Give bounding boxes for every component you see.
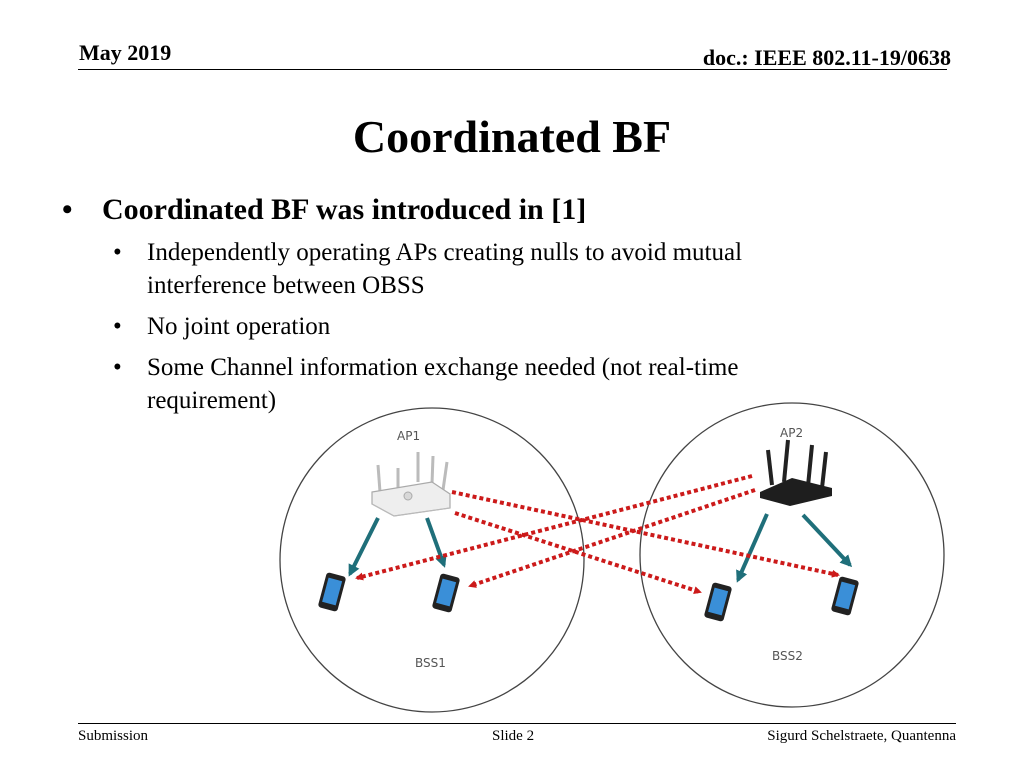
- ap1-label: AP1: [397, 429, 420, 443]
- footer-author: Sigurd Schelstraete, Quantenna: [767, 728, 956, 744]
- bullet-level2: • Independently operating APs creating n…: [62, 236, 862, 302]
- beam-arrow: [348, 517, 380, 577]
- slide-title: Coordinated BF: [352, 111, 672, 162]
- bullet-dot-icon: •: [62, 193, 73, 226]
- bss1-label: BSS1: [415, 656, 446, 670]
- beam-arrow: [425, 517, 447, 568]
- bullet-text: No joint operation: [147, 313, 331, 340]
- interference-arrow: [355, 474, 753, 581]
- beam-arrow: [801, 513, 853, 568]
- phone-icon: [432, 573, 460, 613]
- bss2-circle: [639, 402, 945, 708]
- bullet-level2: • Some Channel information exchange need…: [62, 351, 862, 417]
- bullet-level1: • Coordinated BF was introduced in [1]: [62, 192, 862, 228]
- phone-icon: [831, 576, 859, 616]
- footer-slide-number: Slide 2: [492, 728, 535, 744]
- phone-icon: [318, 572, 346, 612]
- ap2-label: AP2: [780, 426, 803, 440]
- interference-arrow: [451, 490, 840, 578]
- interference-arrow: [454, 511, 702, 594]
- bullet-dot-icon: •: [113, 354, 122, 381]
- bullet-text: Some Channel information exchange needed…: [147, 354, 739, 414]
- header-rule: [78, 69, 947, 70]
- beam-arrow: [736, 513, 769, 583]
- bullet-text: Independently operating APs creating nul…: [147, 239, 743, 299]
- bss2-label: BSS2: [772, 649, 803, 663]
- bullet-list: • Coordinated BF was introduced in [1] •…: [62, 192, 862, 417]
- router-icon: [760, 439, 832, 506]
- interference-arrow: [468, 488, 756, 588]
- footer-rule: [78, 723, 956, 724]
- bss1-circle: [279, 407, 585, 713]
- header-doc-id: doc.: IEEE 802.11-19/0638: [702, 45, 951, 70]
- bullet-dot-icon: •: [113, 239, 122, 266]
- bullet-level2: • No joint operation: [62, 310, 862, 343]
- bullet-dot-icon: •: [113, 313, 122, 340]
- header-date: May 2019: [79, 40, 172, 65]
- footer-submission: Submission: [78, 728, 149, 744]
- access-point-icon: [371, 452, 451, 517]
- bullet-text: Coordinated BF was introduced in [1]: [102, 193, 587, 226]
- phone-icon: [704, 582, 732, 622]
